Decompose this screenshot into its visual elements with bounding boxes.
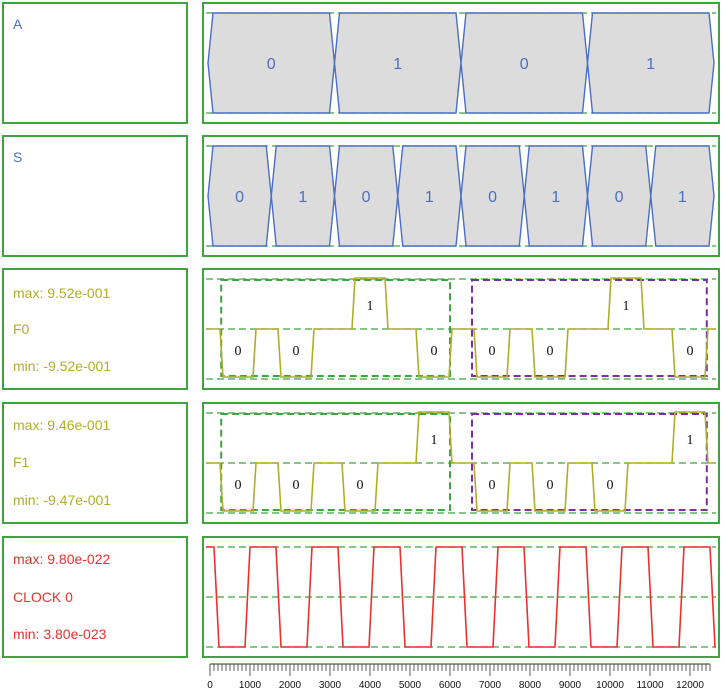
axis-tick-label: 7000 (479, 680, 502, 691)
signal-name-f1: F1 (13, 454, 30, 470)
axis-tick-label: 2000 (279, 680, 302, 691)
signal-name-clock: CLOCK 0 (13, 589, 73, 605)
pulse-value-label: 1 (431, 433, 438, 448)
waveform-panel-a: 0 1 0 1 (202, 2, 720, 124)
bus-value-label: 1 (678, 189, 687, 206)
max-value-f1: max: 9.46e-001 (13, 417, 111, 433)
axis-tick-label: 11000 (636, 680, 664, 691)
axis-tick-label: 9000 (559, 680, 582, 691)
bus-value-label: 1 (551, 189, 560, 206)
min-value-f0: min: -9.52e-001 (13, 358, 112, 374)
waveform-panel-s: 0 1 0 1 0 1 0 1 (202, 135, 720, 257)
clock-waveform (206, 546, 716, 648)
pulse-value-label: 0 (357, 478, 364, 493)
waveform-panel-clock (202, 536, 720, 658)
pulse-value-label: 0 (607, 478, 614, 493)
signal-label-panel-f1: max: 9.46e-001 F1 min: -9.47e-001 (2, 402, 188, 524)
axis-tick-label: 4000 (359, 680, 382, 691)
signal-name-f0: F0 (13, 321, 30, 337)
clock-trace (206, 546, 716, 648)
signal-name-s: S (13, 149, 23, 165)
pulse-value-label: 0 (547, 478, 554, 493)
axis-tick-label: 12000 (676, 680, 704, 691)
waveform-panel-f0: 0 0 1 0 0 0 1 0 (202, 268, 720, 390)
axis-tick-label: 3000 (319, 680, 342, 691)
pulse-value-label: 0 (489, 344, 496, 359)
pulse-value-label: 0 (687, 344, 694, 359)
max-value-f0: max: 9.52e-001 (13, 285, 111, 301)
axis-tick-label: 5000 (399, 680, 422, 691)
pulse-value-label: 0 (431, 344, 438, 359)
bus-waveform-a: 0 1 0 1 (206, 12, 716, 114)
pulse-value-label: 0 (489, 478, 496, 493)
bus-segment (650, 145, 715, 247)
axis-tick-label: 0 (207, 680, 213, 691)
bus-segment (586, 12, 715, 114)
pulse-value-label: 0 (547, 344, 554, 359)
pulse-value-label: 0 (235, 344, 242, 359)
analog-waveform-f0: 0 0 1 0 0 0 1 0 (206, 277, 716, 380)
pulse-value-label: 0 (235, 478, 242, 493)
signal-name-a: A (13, 16, 23, 32)
signal-label-panel-f0: max: 9.52e-001 F0 min: -9.52e-001 (2, 268, 188, 390)
signal-label-panel-clock: max: 9.80e-022 CLOCK 0 min: 3.80e-023 (2, 536, 188, 658)
bus-value-label: 1 (646, 56, 655, 73)
bus-value-label: 0 (267, 56, 276, 73)
pulse-value-label: 0 (293, 344, 300, 359)
pulse-trace (206, 277, 716, 378)
bus-value-label: 1 (298, 189, 307, 206)
axis-tick-label: 8000 (519, 680, 542, 691)
selection-frame (220, 413, 452, 511)
pulse-value-label: 1 (367, 299, 374, 314)
pulse-trace (206, 411, 716, 512)
axis-tick-label: 10000 (596, 680, 624, 691)
max-value-clock: max: 9.80e-022 (13, 551, 111, 567)
axis-tick-label: 6000 (439, 680, 462, 691)
pulse-value-label: 1 (623, 299, 630, 314)
axis-tick-label: 1000 (239, 680, 262, 691)
bus-value-label: 0 (520, 56, 529, 73)
pulse-value-label: 1 (687, 433, 694, 448)
signal-label-panel-s: S (2, 135, 188, 257)
bus-waveform-s: 0 1 0 1 0 1 0 1 (206, 145, 716, 247)
min-value-clock: min: 3.80e-023 (13, 626, 107, 642)
waveform-panel-f1: 0 0 0 1 0 0 0 1 (202, 402, 720, 524)
time-axis: 0 1000 2000 3000 4000 5000 6000 7000 8000 9000 100… (207, 663, 711, 691)
bus-value-label: 1 (425, 189, 434, 206)
bus-value-label: 0 (235, 189, 244, 206)
min-value-f1: min: -9.47e-001 (13, 492, 112, 508)
selection-frame (220, 279, 452, 377)
bus-value-label: 0 (488, 189, 497, 206)
signal-label-panel-a: A (2, 2, 188, 124)
pulse-value-label: 0 (293, 478, 300, 493)
analog-waveform-f1: 0 0 0 1 0 0 0 1 (206, 411, 716, 514)
bus-value-label: 0 (362, 189, 371, 206)
bus-value-label: 1 (393, 56, 402, 73)
bus-value-label: 0 (615, 189, 624, 206)
